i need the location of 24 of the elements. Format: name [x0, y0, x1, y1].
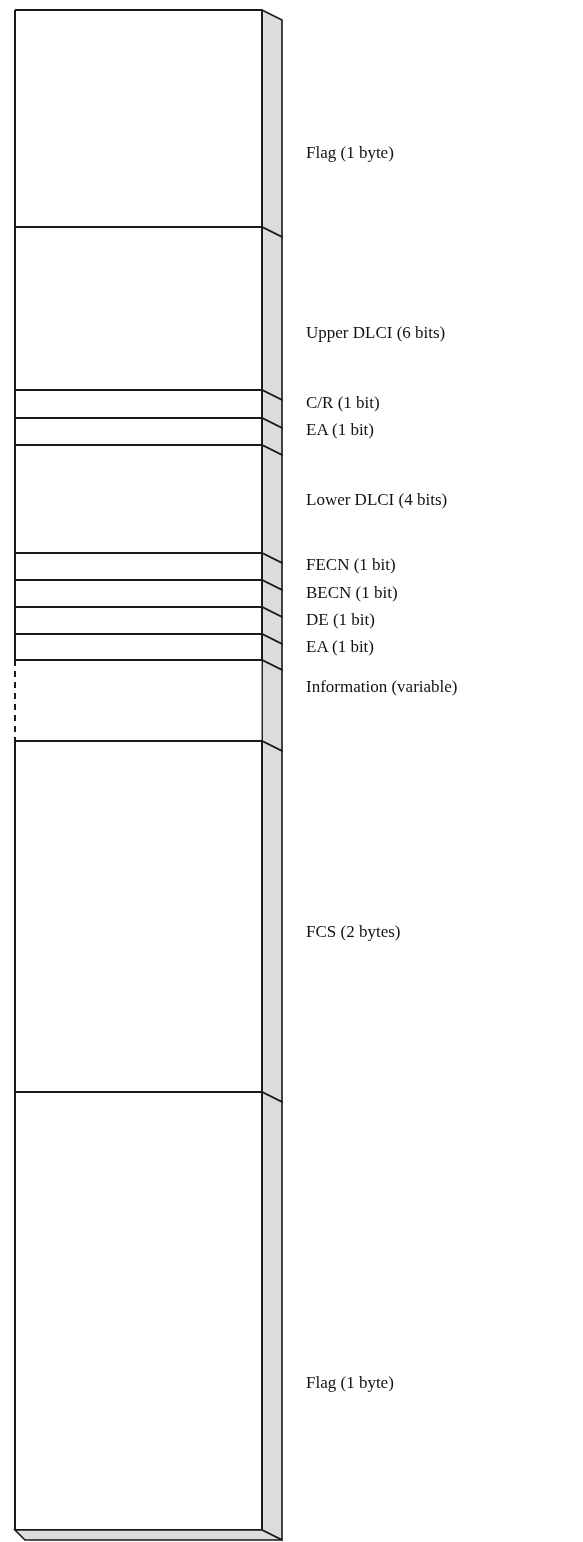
field-label: Upper DLCI (6 bits): [306, 323, 446, 343]
frame-field-segment: [14, 605, 283, 646]
field-label: FCS (2 bytes): [306, 922, 401, 942]
field-label: BECN (1 bit): [306, 583, 398, 603]
field-label: Lower DLCI (4 bits): [306, 490, 448, 510]
frame-field-segment: [14, 225, 283, 402]
field-label: FECN (1 bit): [306, 555, 396, 575]
field-label: C/R (1 bit): [306, 393, 380, 413]
field-label: Information (variable): [306, 677, 458, 697]
field-label: DE (1 bit): [306, 610, 375, 630]
frame-field-segment: [14, 578, 283, 619]
frame-field-segment: [14, 551, 283, 592]
field-label: Flag (1 byte): [306, 1373, 394, 1393]
frame-field-segment: [14, 8, 283, 239]
frame-field-segment: [14, 443, 283, 565]
field-label: EA (1 bit): [306, 420, 374, 440]
field-label: Flag (1 byte): [306, 143, 394, 163]
frame-field-segment: [13, 1090, 283, 1542]
frame-field-segment: [14, 658, 283, 753]
frame-field-segment: [14, 739, 283, 1104]
frame-field-segment: [14, 416, 283, 457]
frame-field-segment: [14, 632, 283, 672]
frame-field-segment: [14, 388, 283, 430]
field-label: EA (1 bit): [306, 637, 374, 657]
